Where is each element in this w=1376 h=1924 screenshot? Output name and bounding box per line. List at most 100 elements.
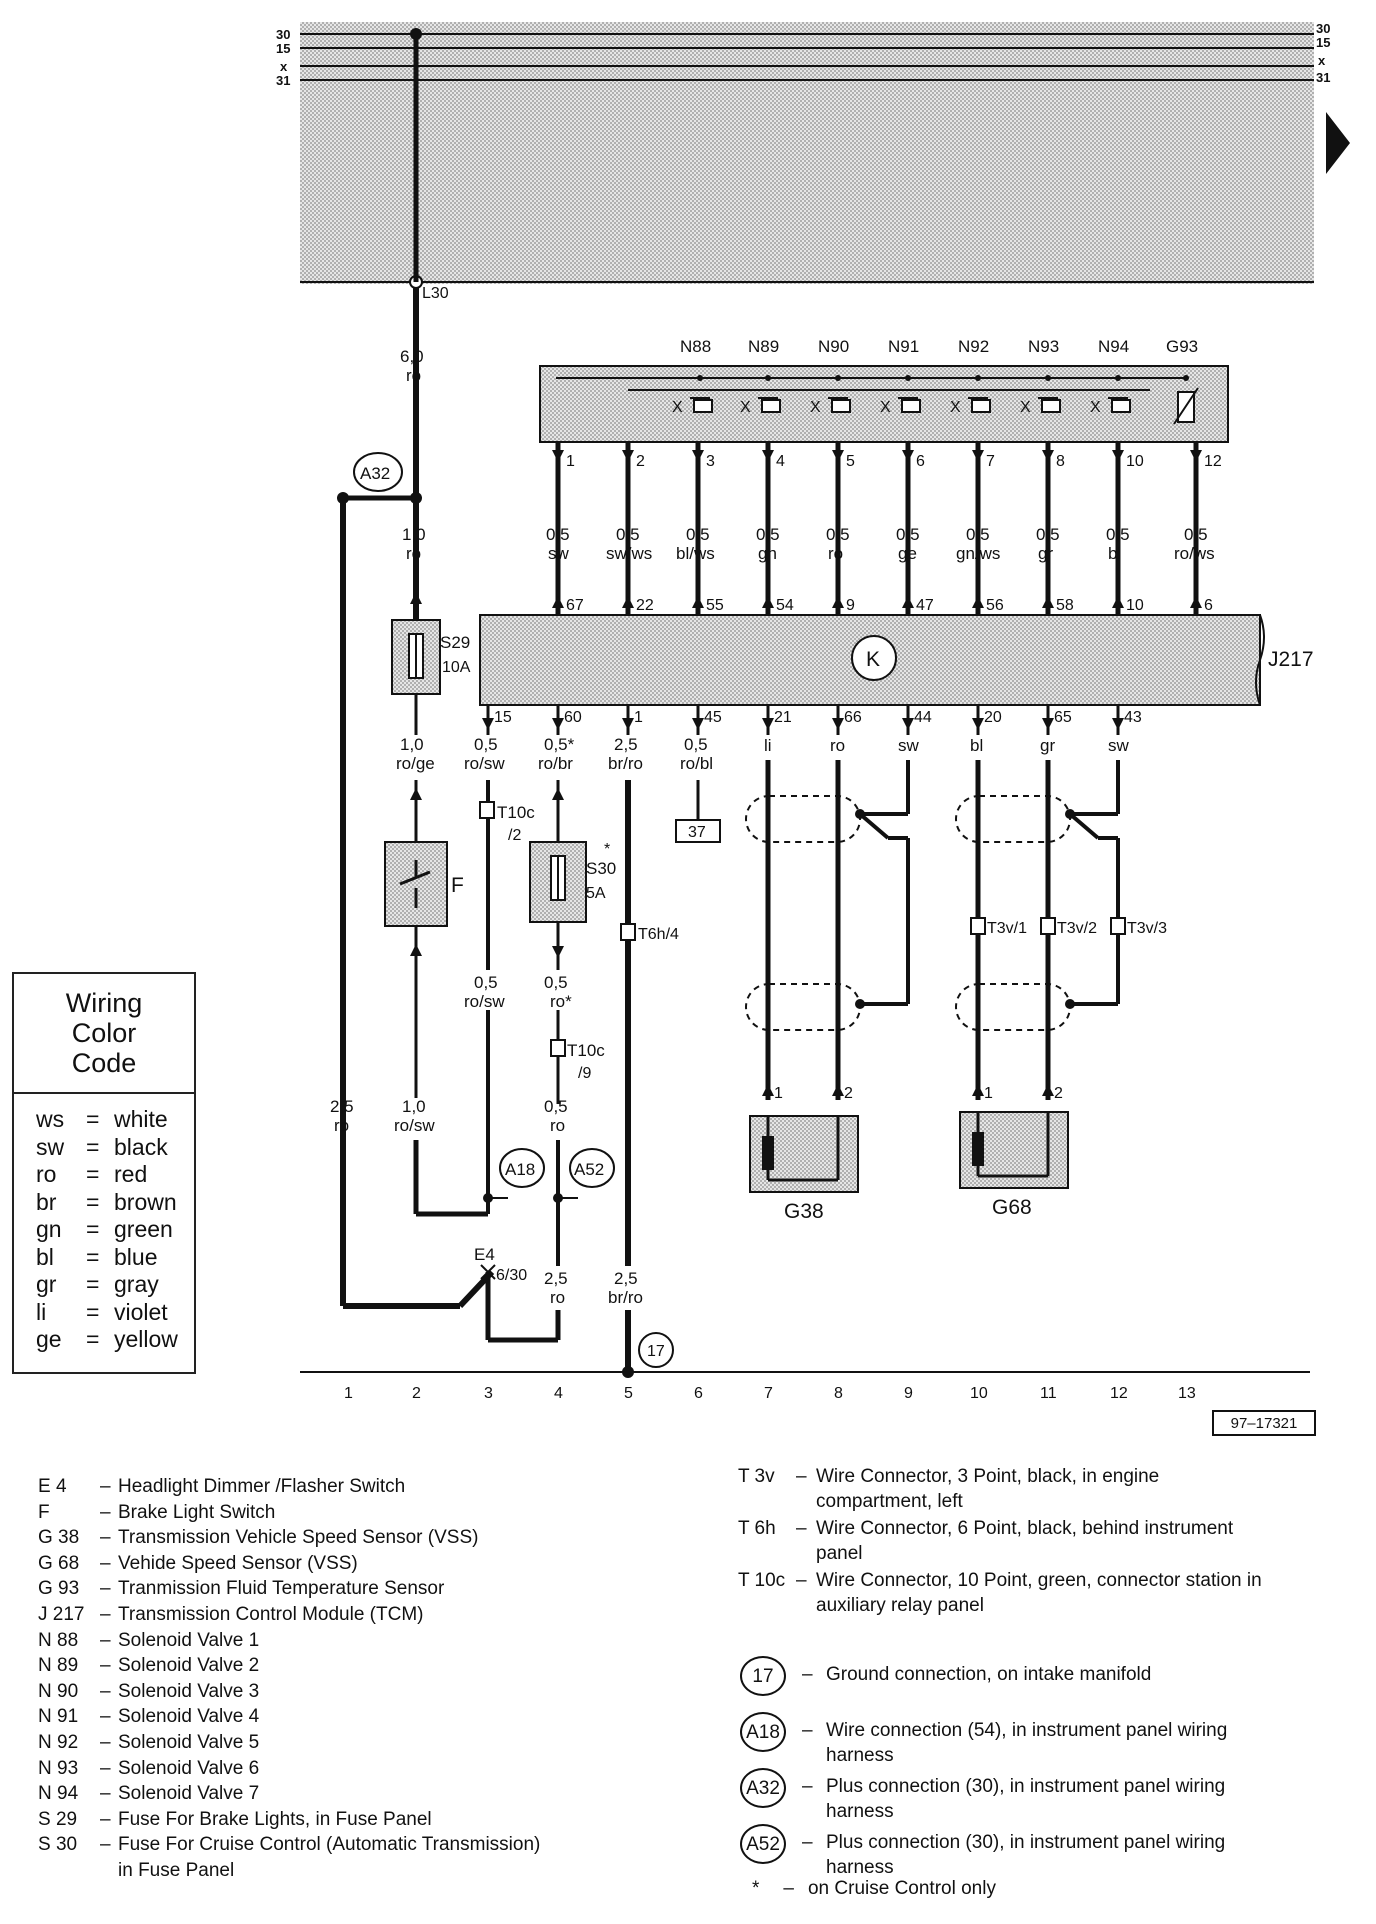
- tcm-pin: 10: [1126, 597, 1144, 614]
- wire-size: 1,0: [402, 1097, 426, 1116]
- grid-number: 10: [970, 1385, 988, 1402]
- wire-size: 0,5: [616, 525, 640, 544]
- wire-size: 0,5: [1106, 525, 1130, 544]
- svg-text:T3v/3: T3v/3: [1127, 920, 1167, 937]
- bus-label-x: x: [280, 59, 288, 74]
- connector-list-item: T 6h–Wire Connector, 6 Point, black, beh…: [738, 1518, 1234, 1564]
- svg-text:/9: /9: [578, 1065, 591, 1082]
- wire-size: 0,5: [546, 525, 570, 544]
- legend-row: li=violet: [36, 1298, 168, 1325]
- svg-text:G68: G68: [992, 1196, 1032, 1219]
- tcm-pin: 67: [566, 597, 584, 614]
- wire-color: ro/ws: [1174, 544, 1215, 563]
- bus-label-15: 15: [276, 41, 290, 56]
- wire-size: 2,5: [614, 735, 638, 754]
- svg-text:T3v/2: T3v/2: [1057, 920, 1097, 937]
- wire-size: 0,5: [474, 973, 498, 992]
- wire-size: 0,5: [686, 525, 710, 544]
- component-list-item: N 88–Solenoid Valve 1: [38, 1629, 260, 1651]
- svg-text:66: 66: [844, 709, 862, 726]
- grid-number: 2: [412, 1385, 421, 1402]
- svg-text:44: 44: [914, 709, 932, 726]
- connector-t6h-4: T6h/4: [620, 923, 679, 943]
- wire-color: ro: [550, 1288, 565, 1307]
- legend-row: gn=green: [36, 1216, 173, 1242]
- component-list-item: N 91–Solenoid Valve 4: [38, 1706, 260, 1728]
- svg-text:/2: /2: [508, 827, 521, 844]
- connection-list-item: A32–Plus connection (30), in instrument …: [738, 1768, 1358, 1824]
- connection-list-item: A52–Plus connection (30), in instrument …: [738, 1824, 1358, 1880]
- connector-list: T 3v–Wire Connector, 3 Point, black, in …: [738, 1464, 1358, 1620]
- component-list-item: in Fuse Panel: [118, 1859, 235, 1881]
- wire-size: 0,5: [1036, 525, 1060, 544]
- fuse-s30-mark: *: [604, 841, 610, 858]
- wire-size: 0,5: [896, 525, 920, 544]
- tcm-pin: 9: [846, 597, 855, 614]
- svg-text:X: X: [810, 399, 821, 416]
- valve-label: N90: [818, 337, 849, 356]
- svg-text:li: li: [764, 736, 772, 755]
- fuse-s30-label: S30: [586, 859, 616, 878]
- wire-color: br/ro: [608, 754, 643, 773]
- component-list-item: N 94–Solenoid Valve 7: [38, 1783, 260, 1805]
- connection-a32: A32: [353, 452, 403, 492]
- wire-size: 2,5: [544, 1269, 568, 1288]
- svg-text:65: 65: [1054, 709, 1072, 726]
- valve-pin: 2: [636, 453, 645, 470]
- wire-color: br/ro: [608, 1288, 643, 1307]
- wire-size: 0,5: [966, 525, 990, 544]
- tcm-pin: 55: [706, 597, 724, 614]
- bus-label-31-right: 31: [1316, 70, 1330, 85]
- component-list-item: G 68–Vehide Speed Sensor (VSS): [38, 1552, 358, 1574]
- legend-row: gr=gray: [36, 1271, 159, 1297]
- wire-color: ro/bl: [680, 754, 713, 773]
- grid-number: 8: [834, 1385, 843, 1402]
- svg-text:G38: G38: [784, 1200, 824, 1223]
- tcm-k-symbol: [851, 635, 897, 681]
- wire-color: gr: [1038, 544, 1053, 563]
- valve-pin: 8: [1056, 453, 1065, 470]
- svg-text:X: X: [1090, 399, 1101, 416]
- component-list-item: F–Brake Light Switch: [38, 1501, 276, 1523]
- valve-pin: 10: [1126, 453, 1144, 470]
- wire-color: bl/ws: [676, 544, 715, 563]
- svg-text:X: X: [880, 399, 891, 416]
- connection-list-item: 17–Ground connection, on intake manifold: [738, 1656, 1358, 1712]
- grid-number: 12: [1110, 1385, 1128, 1402]
- svg-text:20: 20: [984, 709, 1002, 726]
- connector-t10c-9: T10c /9: [550, 1039, 605, 1082]
- wire-size: 1,0: [402, 525, 426, 544]
- wire-color: sw/ws: [606, 544, 652, 563]
- legend-row: bl=blue: [36, 1243, 158, 1270]
- wire-size: 0,5: [684, 735, 708, 754]
- grid-number: 3: [484, 1385, 493, 1402]
- component-list-item: N 89–Solenoid Valve 2: [38, 1655, 260, 1677]
- tcm-pin: 22: [636, 597, 654, 614]
- component-list-item: N 90–Solenoid Valve 3: [38, 1680, 260, 1702]
- svg-text:T3v/1: T3v/1: [987, 920, 1027, 937]
- component-list-item: E 4–Headlight Dimmer /Flasher Switch: [38, 1476, 406, 1497]
- component-list-item: S 30–Fuse For Cruise Control (Automatic …: [38, 1834, 541, 1856]
- svg-text:A52: A52: [574, 1160, 604, 1179]
- ground-connection-17: 17: [638, 1332, 674, 1368]
- component-list-item: J 217–Transmission Control Module (TCM): [38, 1603, 424, 1625]
- wire-color: gn/ws: [956, 544, 1000, 563]
- component-list-item: N 93–Solenoid Valve 6: [38, 1757, 260, 1779]
- bus-label-30-right: 30: [1316, 21, 1330, 36]
- valve-pin: 7: [986, 453, 995, 470]
- grid-number: 6: [694, 1385, 703, 1402]
- g68-wiring: 20 bl 65 gr 43 sw T3v/1 T3v/2 T3v/3 1 2: [955, 705, 1167, 1219]
- svg-text:bl: bl: [970, 736, 983, 755]
- reference-box-37: [675, 819, 721, 843]
- wire-color: ro/sw: [464, 992, 505, 1011]
- wire-color: ro/ge: [396, 754, 435, 773]
- tcm-pin: 15: [494, 709, 512, 726]
- svg-text:sw: sw: [1108, 736, 1130, 755]
- component-list-item: G 93–Tranmission Fluid Temperature Senso…: [38, 1578, 445, 1600]
- valve-label: N89: [748, 337, 779, 356]
- wire-color: ro: [550, 1116, 565, 1135]
